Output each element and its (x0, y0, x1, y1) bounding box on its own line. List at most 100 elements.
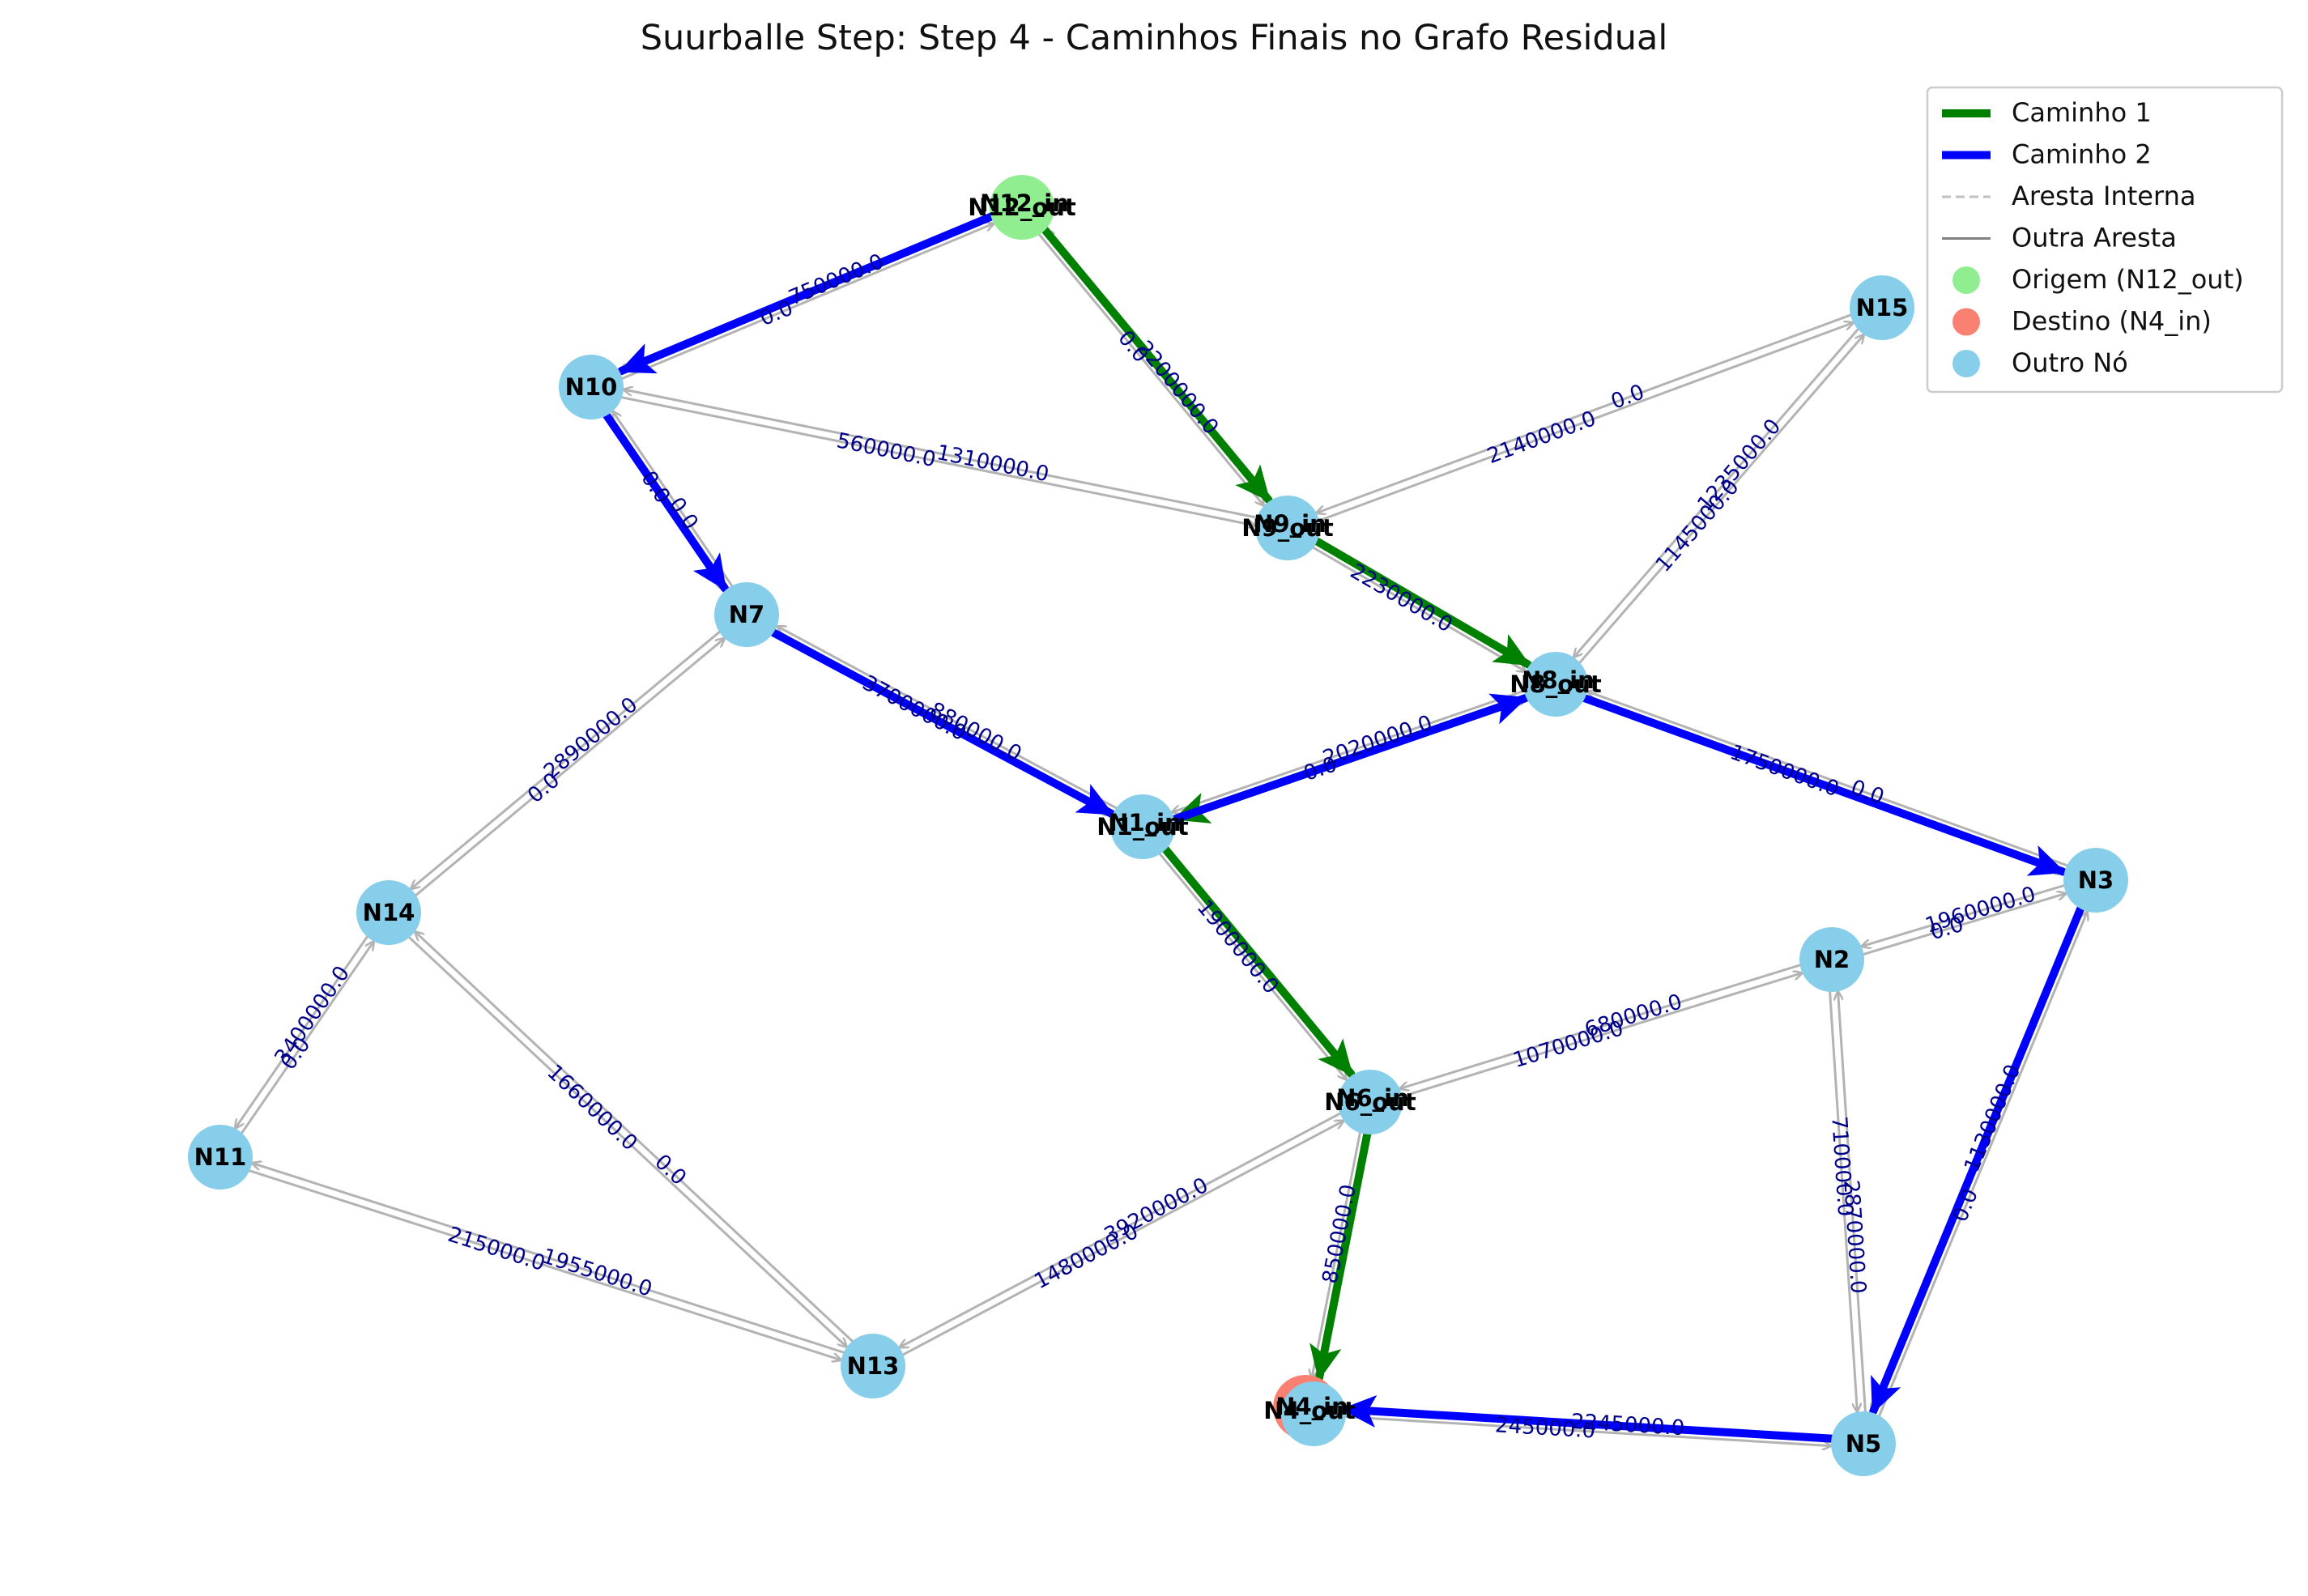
edge-n9-to-n10 (624, 389, 1261, 520)
node-circle (188, 1125, 253, 1190)
edge-n1-to-n6 (1156, 850, 1347, 1079)
node-circle (2063, 848, 2128, 913)
edge-label-n15-to-n9: 0.0 (1608, 380, 1647, 415)
node-n15: N15 (1850, 275, 1914, 340)
path2-segment-n10-to-n7 (599, 407, 730, 593)
edge-label-n9-to-n15: 2140000.0 (1484, 406, 1599, 469)
node-circle (559, 355, 624, 419)
legend-label: Outro Nó (2012, 347, 2128, 378)
path2-segment-n8-to-n3 (1576, 692, 2067, 876)
legend-swatch-dot (1952, 350, 1980, 377)
node-label-n11: N11 (194, 1143, 247, 1171)
edge-n14-to-n7 (412, 638, 725, 898)
path1-segment-n6-to-n4 (1309, 1126, 1373, 1382)
node-circle (356, 880, 421, 945)
edge-n6-to-n2 (1399, 973, 1802, 1099)
edge-label-n5-to-n2: 2870000.0 (1838, 1179, 1870, 1294)
path1-segment-n9-to-n8 (1309, 534, 1532, 669)
node-circle (841, 1334, 905, 1398)
edge-n4-to-n5 (1338, 1415, 1831, 1445)
legend-item-origem-n12-out-: Origem (N12_out) (1952, 264, 2244, 295)
edge-label-n11-to-n13: 215000.0 (445, 1223, 547, 1276)
path2-segment-n3-to-n5 (1869, 900, 2087, 1415)
edge-label-n10-to-n9: 560000.0 (835, 428, 939, 472)
edge-n10-to-n12 (619, 223, 994, 381)
node-circle (1281, 1381, 1346, 1446)
edge-n15-to-n8 (1573, 326, 1861, 658)
edge-label-n12-to-n10: 750000.0 (786, 249, 888, 310)
edge-label-n4-to-n5: 245000.0 (1494, 1413, 1596, 1443)
edge-label-n9-to-n8: 2230000.0 (1346, 560, 1457, 638)
node-label-n1: N1_out (1097, 813, 1189, 841)
node-n3: N3 (2063, 848, 2128, 913)
node-label-under-n6: N6_in (1336, 1084, 1409, 1112)
node-n14: N14 (356, 880, 421, 945)
edge-n3-to-n2 (1862, 883, 2067, 947)
node-label-n15: N15 (1856, 294, 1909, 321)
legend-label: Caminho 1 (2012, 97, 2152, 128)
edge-n6-to-n13 (900, 1111, 1343, 1347)
legend-label: Destino (N4_in) (2012, 306, 2212, 337)
node-circle (1799, 927, 1864, 992)
edge-label-n1-to-n6: 1900000.0 (1192, 896, 1284, 998)
edge-n2-to-n6 (1400, 963, 1803, 1089)
legend-swatch-dot (1952, 266, 1980, 294)
node-n2: N2 (1799, 927, 1864, 992)
node-circle (1523, 652, 1588, 717)
node-label-n8: N8_out (1510, 670, 1602, 698)
edge-n15-to-n9 (1317, 313, 1854, 513)
edge-n11-to-n13 (246, 1168, 841, 1360)
edge-n5-to-n3 (1876, 912, 2087, 1419)
edge-label-n13-to-n11: 1955000.0 (539, 1244, 655, 1301)
legend-label: Outra Aresta (2012, 223, 2177, 253)
node-n5: N5 (1831, 1411, 1896, 1476)
node-n11: N11 (188, 1125, 253, 1190)
nodes-layer: N12_inN12_outN15N10N9_inN9_outN7N8_inN8_… (188, 175, 2128, 1476)
edge-n7-to-n14 (411, 629, 723, 888)
edge-label-n8-to-n1: 2020000.0 (1320, 711, 1436, 771)
edge-n5-to-n2 (1838, 992, 1867, 1415)
node-circle (714, 582, 779, 647)
path2-segment-n12-to-n10 (617, 211, 1000, 376)
edge-label-n6-to-n2: 1070000.0 (1510, 1016, 1626, 1073)
edge-n1-to-n7 (777, 626, 1120, 811)
node-circle (990, 175, 1054, 240)
node-label-n6: N6_out (1324, 1088, 1416, 1116)
node-label-n3: N3 (2078, 866, 2114, 894)
path2-segment-n5-to-n4 (1339, 1394, 1841, 1443)
node-circle (1110, 794, 1175, 859)
path1-segment-n1-to-n6 (1158, 841, 1356, 1079)
legend-label: Aresta Interna (2012, 181, 2195, 211)
edge-label-n7-to-n14: 2890000.0 (539, 692, 642, 784)
legend-label: Origem (N12_out) (2012, 264, 2244, 295)
node-label-n12: N12_out (968, 194, 1076, 221)
legend-label: Caminho 2 (2012, 139, 2152, 170)
edge-label-n13-to-n6: 1480000.0 (1030, 1219, 1142, 1294)
node-label-n10: N10 (565, 373, 618, 401)
node-circle (1831, 1411, 1896, 1476)
node-n10: N10 (559, 355, 624, 419)
edge-n6-to-n4 (1312, 1130, 1362, 1377)
edge-n13-to-n14 (415, 932, 856, 1344)
node-label-n7: N7 (729, 601, 764, 628)
node-label-n9: N9_out (1241, 514, 1334, 542)
legend-item-destino-n4-in-: Destino (N4_in) (1952, 306, 2212, 337)
legend-box (1926, 86, 2284, 394)
edge-n8-to-n15 (1577, 335, 1863, 666)
node-label-n14: N14 (363, 899, 415, 926)
chart-title: Suurballe Step: Step 4 - Caminhos Finais… (640, 18, 1668, 58)
path2-segment-n1-to-n8 (1165, 693, 1529, 825)
edge-n9-to-n8 (1309, 545, 1526, 671)
edge-n14-to-n13 (406, 934, 847, 1347)
edge-n8-to-n1 (1172, 688, 1527, 812)
node-label-n5: N5 (1846, 1430, 1881, 1458)
path2-segment-n7-to-n1 (765, 626, 1116, 818)
edge-label-n7-to-n10: 0.0 (664, 493, 703, 534)
node-label-under-n12: N12_in (980, 189, 1069, 217)
